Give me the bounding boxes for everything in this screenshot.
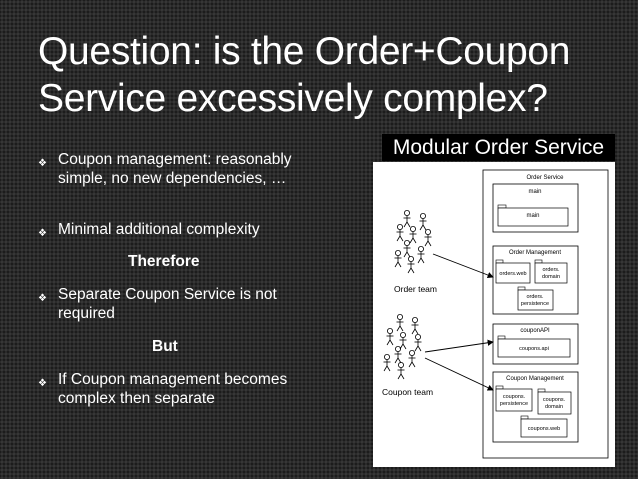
order-team-figures [394,209,432,274]
coupons-persistence-module [495,388,533,412]
coupon-management-label: Coupon Management [506,376,564,382]
orders-persistence-label-1: orders. [526,294,544,300]
bullet-text: If Coupon management becomes complex the… [58,371,288,407]
order-team-label: Order team [394,284,437,294]
coupons-domain-module [537,391,572,415]
coupons-domain-label-1: coupons. [543,397,566,403]
coupons-web-label: coupons.web [528,426,560,432]
diagram-svg: Order team Coupon team Order Service mai… [382,169,609,459]
architecture-diagram: Order team Coupon team Order Service mai… [373,162,615,467]
orders-persistence-label-2: persistence [521,301,549,307]
coupon-team-figures [383,313,422,380]
bullet-icon: ❖ [38,378,47,389]
main-module-label: main [526,213,539,219]
bullet-text: Coupon management: reasonably simple, no… [58,151,292,187]
orders-web-module [495,262,531,284]
order-service-label: Order Service [526,175,564,181]
order-management-label: Order Management [509,250,561,256]
but-label: But [152,338,178,355]
coupon-team-label: Coupon team [382,387,433,397]
bullet-icon: ❖ [38,228,47,239]
arrow-order-team [432,253,494,279]
coupons-api-module [497,338,571,358]
orders-web-label: orders.web [499,271,526,277]
bullet-icon: ❖ [38,158,47,169]
arrow-coupon-team-management [424,357,494,391]
bullet-text: Minimal additional complexity [58,221,260,238]
slide-title: Question: is the Order+Coupon Service ex… [38,30,571,120]
bullet-text: Separate Coupon Service is not required [58,286,277,322]
arrow-coupon-team-api [424,339,494,353]
bullet-icon: ❖ [38,293,47,304]
coupons-web-module [520,418,568,438]
orders-domain-label-1: orders. [542,267,560,273]
coupons-persistence-label-2: persistence [500,401,528,407]
orders-domain-module [534,262,568,284]
coupon-api-label: couponAPI [520,328,550,334]
therefore-label: Therefore [128,253,200,270]
main-module-box [497,207,569,227]
orders-persistence-module [517,289,554,311]
coupons-domain-label-2: domain [545,404,563,410]
diagram-title: Modular Order Service [382,134,615,161]
orders-domain-label-2: domain [542,274,560,280]
main-group-label: main [528,189,541,195]
coupons-api-label: coupons.api [519,346,549,352]
coupons-persistence-label-1: coupons. [503,394,526,400]
